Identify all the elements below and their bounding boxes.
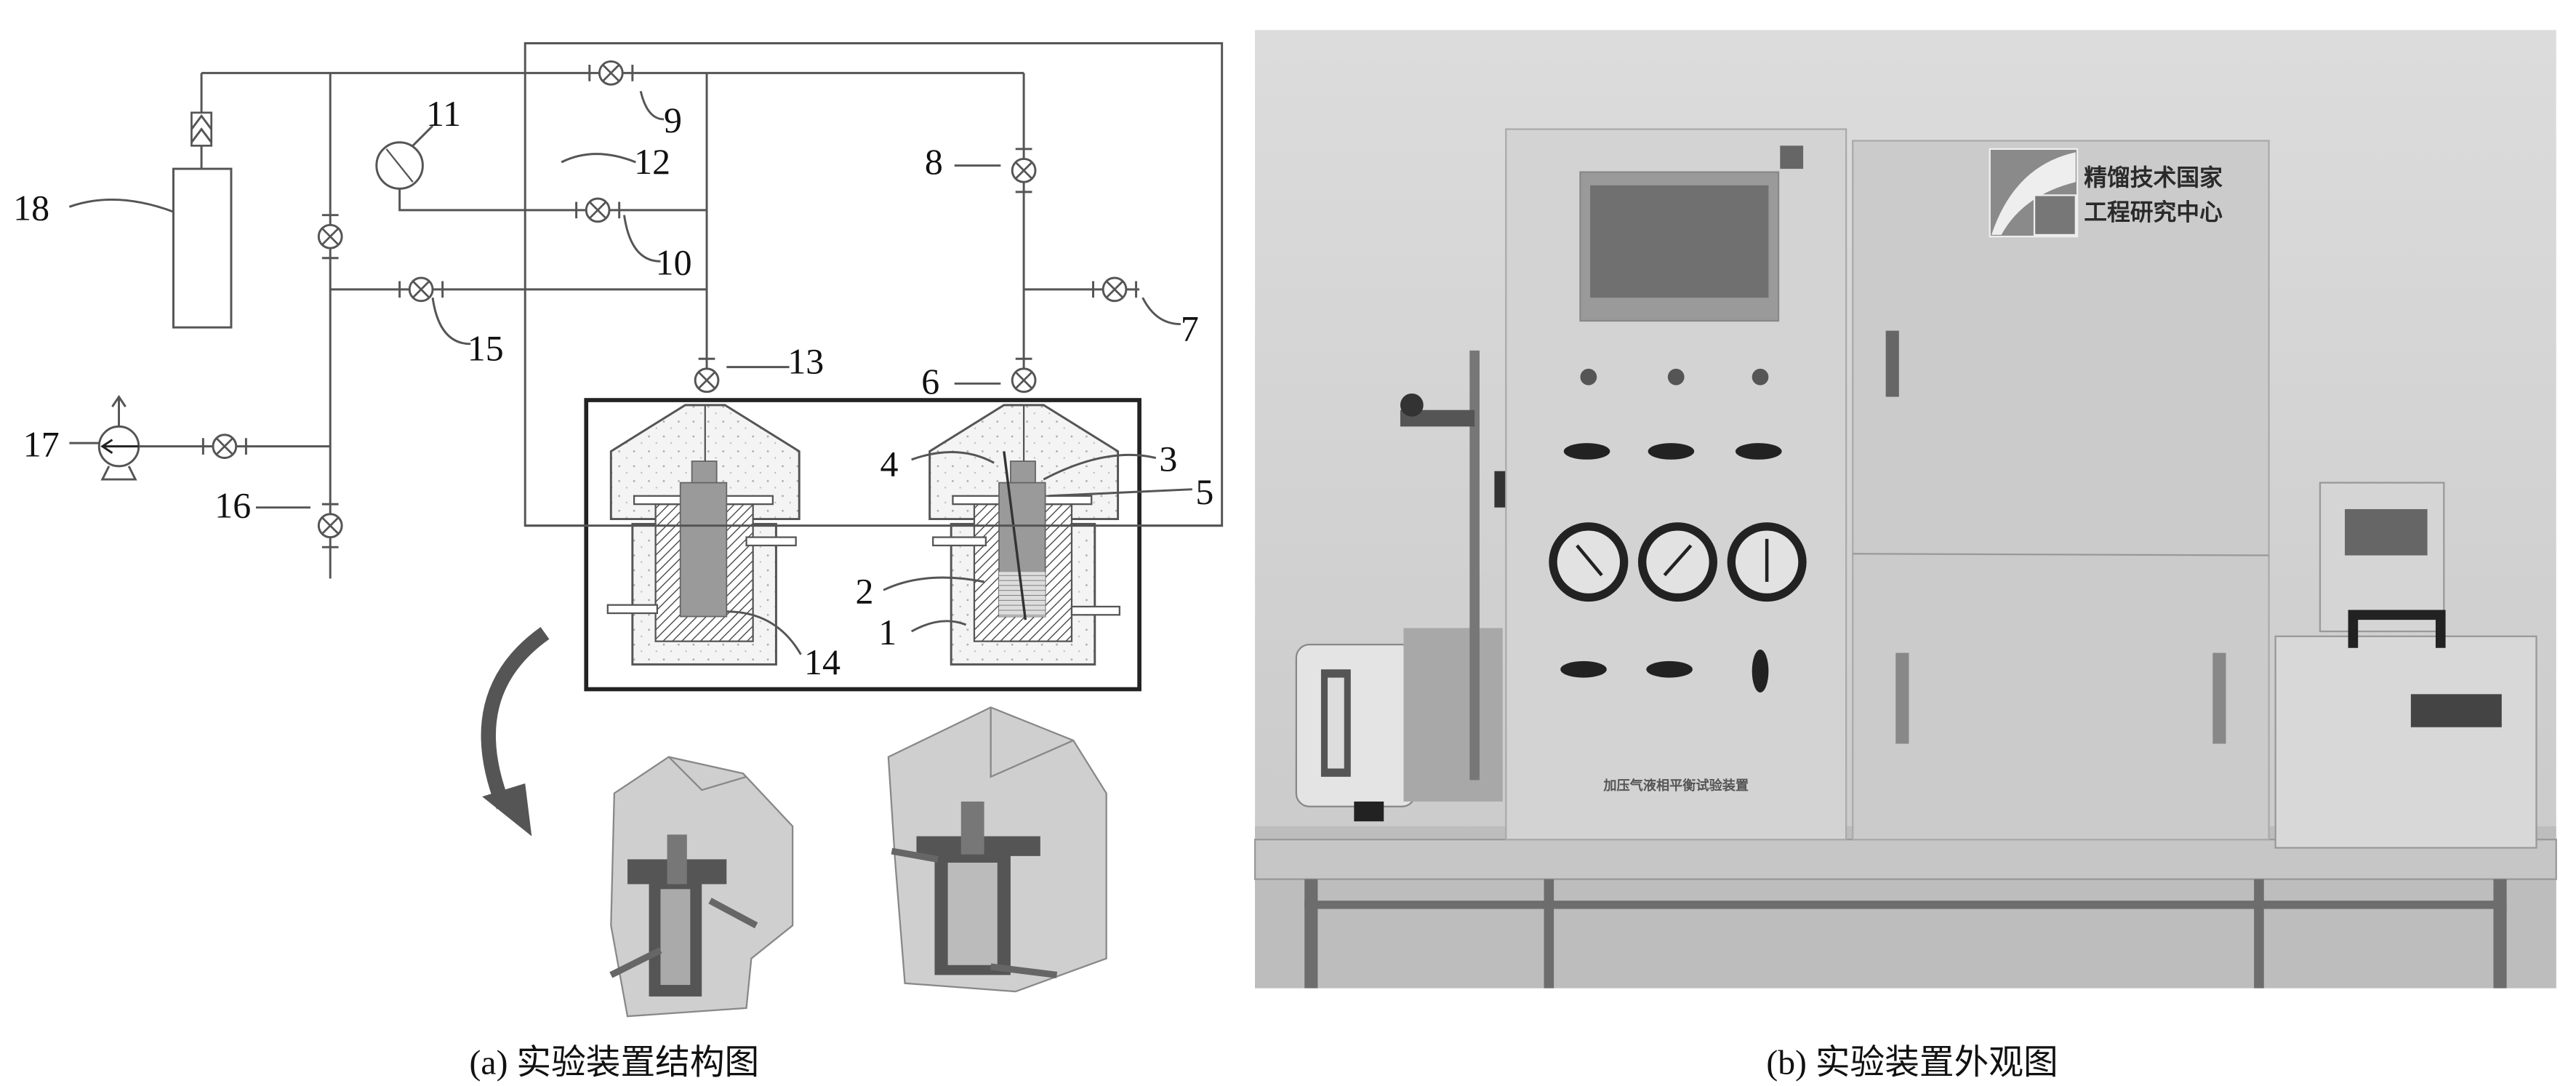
label-16: 16: [214, 484, 251, 525]
curved-arrow-icon: [481, 626, 550, 810]
door-handle: [1885, 330, 1899, 397]
water-bath: [2274, 482, 2537, 849]
label-2: 2: [855, 570, 873, 611]
label-9: 9: [664, 100, 682, 140]
control-cabinet: 加压气液相平衡试验装置: [1505, 128, 1847, 841]
label-7: 7: [1181, 308, 1199, 348]
device-nameplate: 加压气液相平衡试验装置: [1602, 778, 1749, 794]
logo: 精馏技术国家 工程研究中心: [1989, 148, 2223, 238]
label-5: 5: [1195, 471, 1213, 512]
vacuum-pump-icon: [97, 394, 140, 481]
thermostat-cabinet: 精馏技术国家 工程研究中心: [1852, 140, 2270, 841]
label-12: 12: [634, 141, 670, 182]
pressure-gauges: [1549, 522, 1807, 602]
logo-line-2: 工程研究中心: [2084, 199, 2223, 225]
caption-a: (a) 实验装置结构图: [470, 1045, 760, 1082]
3d-cell-illustration-right: [887, 706, 1107, 993]
label-4: 4: [880, 444, 899, 484]
equilibrium-cell: [928, 404, 1120, 666]
label-14: 14: [804, 642, 840, 682]
3d-cell-illustration-left: [609, 756, 794, 1018]
apparatus-photo: 加压气液相平衡试验装置 精馏技术国家 工程研究中心 (b) 实验装置外观图: [1253, 30, 2557, 1082]
pressure-gauge-icon: [375, 141, 424, 190]
table-top: [1253, 839, 2557, 880]
caption-b: (b) 实验装置外观图: [1766, 1045, 2058, 1082]
label-15: 15: [468, 328, 504, 369]
rotary-switches: [1560, 443, 1782, 693]
label-11: 11: [426, 93, 461, 134]
label-10: 10: [656, 241, 692, 282]
label-8: 8: [925, 141, 943, 182]
logo-line-1: 精馏技术国家: [2084, 164, 2223, 191]
label-17: 17: [23, 423, 60, 464]
gas-cylinder: [172, 167, 233, 329]
label-1: 1: [878, 612, 896, 652]
indicator-lights: [1580, 368, 1769, 386]
table-legs: [1304, 879, 2507, 989]
vacuum-pump: [1295, 628, 1503, 822]
qr-code: [1780, 145, 1804, 169]
thermocouple: [1003, 451, 1027, 620]
component-labels: 18 11 9 12 10 8 7 15 13 6 17 16 4 3 5 2 …: [13, 93, 1213, 682]
schematic-diagram: 18 11 9 12 10 8 7 15 13 6 17 16 4 3 5 2 …: [13, 41, 1224, 1082]
label-18: 18: [13, 187, 49, 228]
label-6: 6: [921, 361, 939, 402]
label-13: 13: [787, 341, 824, 382]
reference-cell: [609, 404, 801, 666]
label-3: 3: [1159, 439, 1177, 479]
